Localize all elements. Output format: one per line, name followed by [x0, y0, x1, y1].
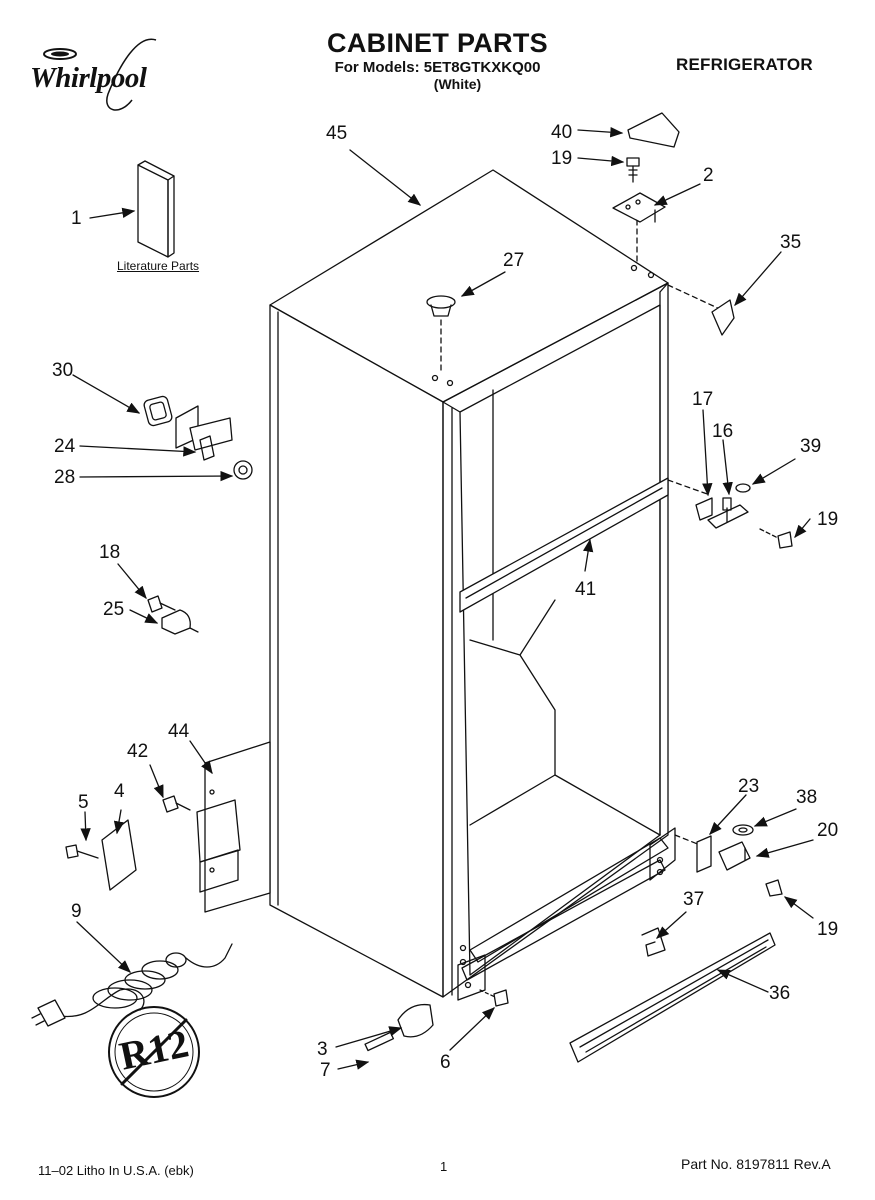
page-title: CABINET PARTS	[327, 28, 548, 58]
part-19-screw-top	[626, 157, 640, 183]
callout-24: 24	[54, 436, 76, 457]
model-number: For Models: 5ET8GTKXKQ00	[334, 59, 541, 76]
part-25-clamp	[161, 609, 199, 635]
model-color: (White)	[433, 76, 482, 92]
brand-logo: Whirlpool	[28, 34, 178, 120]
appliance-type: REFRIGERATOR	[676, 55, 813, 74]
part-41-mullion	[459, 477, 669, 613]
logo-swirl-graphic	[43, 38, 157, 111]
callout-45: 45	[326, 123, 348, 144]
part-24-latch	[175, 405, 233, 461]
footer-part-number: Part No. 8197811 Rev.A	[681, 1156, 831, 1172]
callout-30: 30	[52, 360, 74, 381]
part-7-pin	[364, 1031, 395, 1052]
callout-41: 41	[575, 579, 597, 600]
callout-19-bottom: 19	[817, 919, 839, 940]
page-number: 1	[440, 1159, 448, 1174]
callout-19-middle: 19	[817, 509, 839, 530]
brand-wordmark: Whirlpool	[30, 62, 147, 94]
callout-25: 25	[103, 599, 125, 620]
part-40-hinge-cover	[627, 112, 680, 148]
no-r12-badge	[108, 1006, 200, 1098]
part-39-washer	[735, 483, 751, 493]
part-30-gasket	[143, 395, 173, 427]
callout-9: 9	[71, 901, 82, 922]
callout-20: 20	[817, 820, 839, 841]
part-9-power-cord	[31, 943, 233, 1027]
part-17-bracket	[695, 497, 713, 521]
callout-27: 27	[503, 250, 525, 271]
callout-2: 2	[703, 165, 714, 186]
part-6-screw	[479, 989, 509, 1007]
callout-19-top: 19	[551, 148, 573, 169]
callout-17: 17	[692, 389, 714, 410]
callout-6: 6	[440, 1052, 451, 1073]
callout-36: 36	[769, 983, 791, 1004]
callout-37: 37	[683, 889, 705, 910]
callout-4: 4	[114, 781, 125, 802]
callout-1: 1	[71, 208, 82, 229]
part-2-top-hinge	[612, 192, 666, 223]
leader-lines	[72, 127, 814, 1070]
part-19-screw-middle	[759, 528, 793, 549]
callout-3: 3	[317, 1039, 328, 1060]
part-5-screw	[65, 844, 99, 859]
callout-38: 38	[796, 787, 818, 808]
callout-16: 16	[712, 421, 734, 442]
part-38-washer	[732, 824, 754, 836]
part-3-roller	[397, 1003, 434, 1038]
callout-23: 23	[738, 776, 760, 797]
part-23-shim	[696, 835, 712, 873]
part-44-panel	[196, 741, 271, 913]
callout-5: 5	[78, 792, 89, 813]
callout-42: 42	[127, 741, 149, 762]
literature-parts-label: Literature Parts	[117, 259, 200, 273]
callout-28: 28	[54, 467, 76, 488]
part-37-clip	[641, 927, 666, 957]
callout-40: 40	[551, 122, 573, 143]
part-36-toe-grille	[569, 932, 776, 1063]
footer-litho: 11–02 Litho In U.S.A. (ebk)	[38, 1163, 194, 1178]
part-35-hinge-cap	[711, 299, 735, 336]
part-20-bottom-hinge	[718, 841, 751, 871]
part-16-center-hinge	[707, 497, 749, 529]
part-4-cover	[101, 819, 137, 891]
part-19-screw-bottom	[765, 879, 783, 897]
part-18-screw	[147, 595, 176, 613]
part-28-washer	[233, 460, 253, 480]
part-42-screw	[162, 795, 191, 813]
callout-39: 39	[800, 436, 822, 457]
callout-18: 18	[99, 542, 121, 563]
part-27-plug	[426, 295, 456, 317]
part-1-literature	[137, 160, 175, 258]
callout-35: 35	[780, 232, 802, 253]
callout-7: 7	[320, 1060, 331, 1081]
callout-44: 44	[168, 721, 190, 742]
